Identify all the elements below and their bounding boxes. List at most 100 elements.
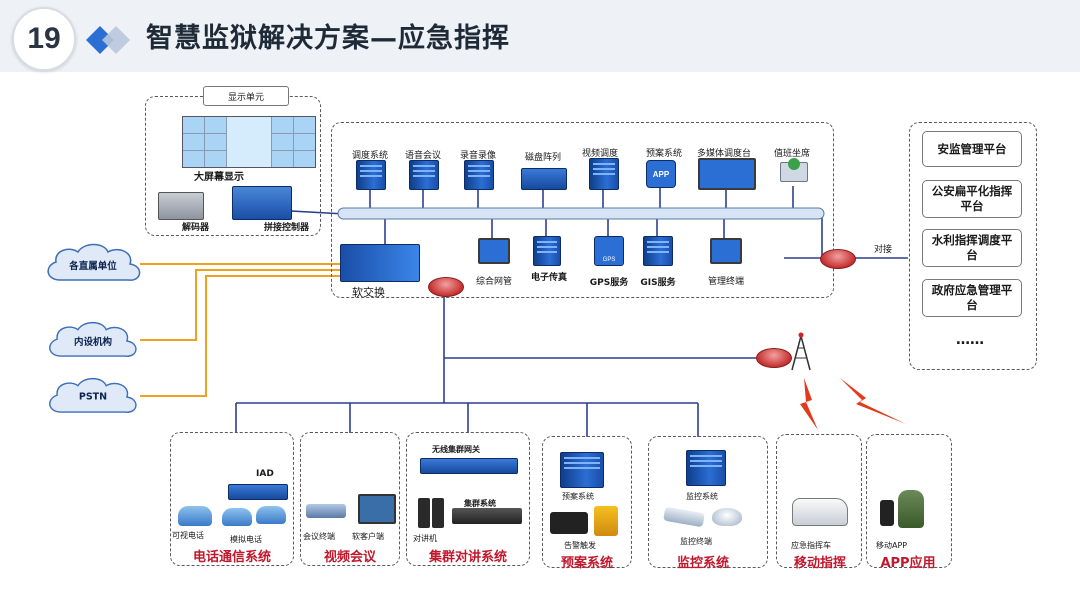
decoder-icon [158,192,204,220]
app-icon-text: APP [652,169,670,179]
voice-conference-server-icon [409,160,439,190]
monitoring-terminal-label: 监控终端 [680,537,712,546]
duty-seat-icon [776,158,810,186]
alarm-box-icon [594,506,618,536]
cloud-icon-0 [47,243,141,281]
cloud-label-2: PSTN [78,391,108,403]
right-platforms-box [909,122,1037,370]
app-application-title: APP应用 [880,556,936,571]
bottom-item-label-4: 管理终端 [707,277,745,287]
top-item-label-6: 多媒体调度台 [696,149,752,159]
command-vehicle-icon [792,498,848,526]
bottom-item-label-3: GIS服务 [640,278,676,288]
bottom-item-label-0: 综合网管 [475,277,513,287]
trunking-system-box [406,432,530,566]
alarm-panel-icon [550,512,588,534]
cloud-icon-2 [49,377,137,413]
conference-terminal-icon [306,504,346,518]
wireless-gateway-label: 无线集群网关 [432,445,480,454]
management-terminal-icon [710,238,742,264]
dispatch-server-icon [356,160,386,190]
decoder-label: 解码器 [182,223,210,233]
plan-system-title: 预案系统 [560,556,614,571]
laptop-icon [358,494,396,524]
mobile-phone-icon [880,500,894,526]
plan-server-icon [560,452,604,488]
monitoring-system-box [648,436,768,568]
mobile-command-title: 移动指挥 [793,556,847,571]
platform-safety: 安监管理平台 [922,131,1022,167]
bottom-item-label-2: GPS服务 [589,278,629,288]
phone-system-box [170,432,294,566]
monitoring-server-icon [686,450,726,486]
platform-government: 政府应急管理平台 [922,279,1022,317]
platform-more: …… [956,332,984,348]
link-label: 对接 [874,245,893,255]
top-item-label-4: 视频调度 [581,149,619,159]
trunking-system-title: 集群对讲系统 [428,550,508,565]
mobile-command-box [776,434,862,568]
platform-police: 公安扁平化指挥平台 [922,180,1022,218]
gps-service-icon: GPS [594,236,624,266]
wireless-gateway-icon [420,458,518,474]
walkie-talkie-label: 对讲机 [413,534,437,543]
display-unit-tag: 显示单元 [203,86,289,106]
analog-phone-label: 模拟电话 [230,535,262,544]
platform-water: 水利指挥调度平台 [922,229,1022,267]
walkie-talkie-icon [418,498,430,528]
top-item-label-1: 语音会议 [404,151,442,161]
video-dispatch-server-icon [589,158,619,190]
disk-array-icon [521,168,567,190]
command-vehicle-label: 应急指挥车 [791,541,831,550]
wireless-router-icon [756,348,792,368]
recording-server-icon [464,160,494,190]
video-wall-icon [182,116,316,168]
iad-device-icon [228,484,288,500]
big-screen-label: 大屏幕显示 [194,172,244,183]
gps-icon-text: GPS [602,257,616,263]
cloud-label-1: 内设机构 [73,337,113,348]
analog-phone-icon [222,508,252,526]
top-item-label-7: 值班坐席 [773,149,811,159]
display-unit-title: 显示单元 [227,92,264,103]
analog-phone-icon-2 [256,506,286,524]
plan-system-app-icon: APP [646,160,676,188]
alarm-trigger-label: 告警触发 [564,541,596,550]
video-conference-box [300,432,400,566]
core-router-icon [428,277,464,297]
trunking-device-icon [452,508,522,524]
softswitch-icon [340,244,420,282]
top-item-label-3: 磁盘阵列 [524,153,562,163]
iad-label: IAD [256,469,274,479]
video-conference-title: 视频会议 [323,550,377,565]
bottom-item-label-1: 电子传真 [530,273,568,283]
walkie-talkie-icon-2 [432,498,444,528]
e-fax-server-icon [533,236,561,266]
gis-service-icon [643,236,673,266]
soft-client-label: 软客户端 [352,532,384,541]
diamond-bullet-icon [86,26,130,54]
monitoring-system-title: 监控系统 [676,556,730,571]
page-number-badge: 19 [12,7,76,71]
plan-server-label: 预案系统 [562,492,594,501]
multimedia-console-icon [698,158,756,190]
top-item-label-0: 调度系统 [351,151,389,161]
dome-camera-icon [712,508,742,526]
officer-icon [898,490,924,528]
core-platform-box [331,122,834,298]
video-phone-icon [178,506,212,526]
video-phone-label: 可视电话 [172,531,204,540]
app-application-box [866,434,952,568]
link-router-icon [820,249,856,269]
cloud-icon-1 [49,321,137,357]
plan-system-box [542,436,632,568]
cloud-label-0: 各直属单位 [69,261,117,272]
splice-controller-icon [232,186,292,220]
phone-system-title: 电话通信系统 [192,550,272,565]
page-title: 智慧监狱解决方案—应急指挥 [146,23,510,54]
top-item-label-2: 录音录像 [459,151,497,161]
splice-controller-label: 拼接控制器 [264,223,310,233]
radio-tower-icon [791,332,811,371]
network-management-icon [478,238,510,264]
